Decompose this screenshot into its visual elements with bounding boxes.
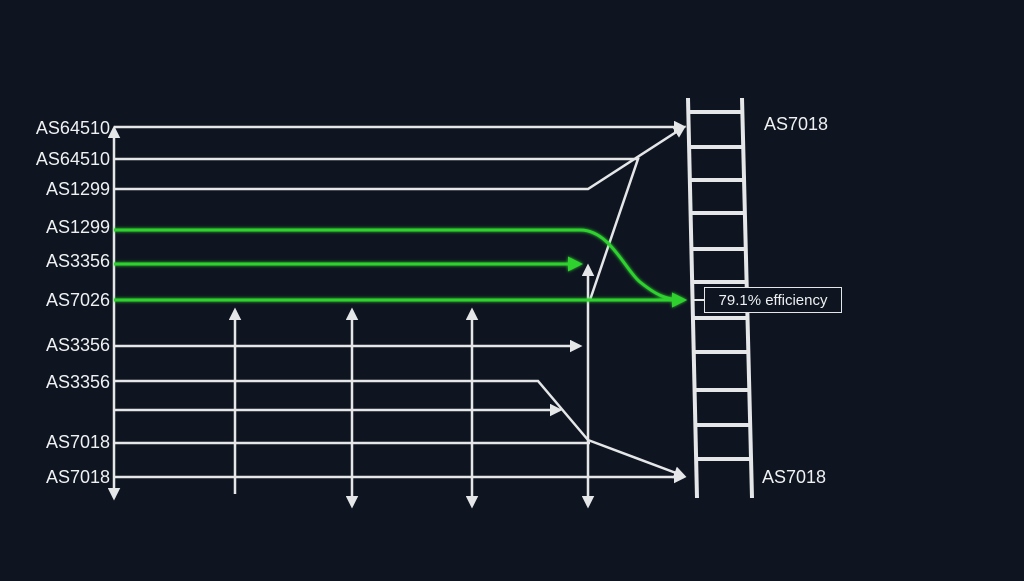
label-as3356-c: AS3356 (45, 372, 110, 392)
label-as3356-b: AS3356 (45, 335, 110, 355)
path-as64510-b (114, 157, 640, 301)
path-as3356-b (114, 379, 687, 479)
path-as1299-highlight (114, 228, 687, 308)
label-as3356-a: AS3356 (45, 251, 110, 271)
path-as1299-a (114, 125, 687, 191)
efficiency-badge: 79.1% efficiency (704, 287, 842, 313)
white-paths (114, 120, 687, 484)
label-destination-top: AS7018 (764, 114, 829, 134)
vertical-arrows (228, 263, 595, 509)
label-as64510-a: AS64510 (35, 118, 110, 138)
label-as1299-b: AS1299 (45, 217, 110, 237)
label-as7026: AS7026 (45, 290, 110, 310)
label-as64510-b: AS64510 (35, 149, 110, 169)
green-paths (114, 228, 687, 308)
label-as1299-a: AS1299 (45, 179, 110, 199)
label-destination-bottom: AS7018 (762, 467, 827, 487)
label-as7018-a: AS7018 (45, 432, 110, 452)
label-as7018-b: AS7018 (45, 467, 110, 487)
